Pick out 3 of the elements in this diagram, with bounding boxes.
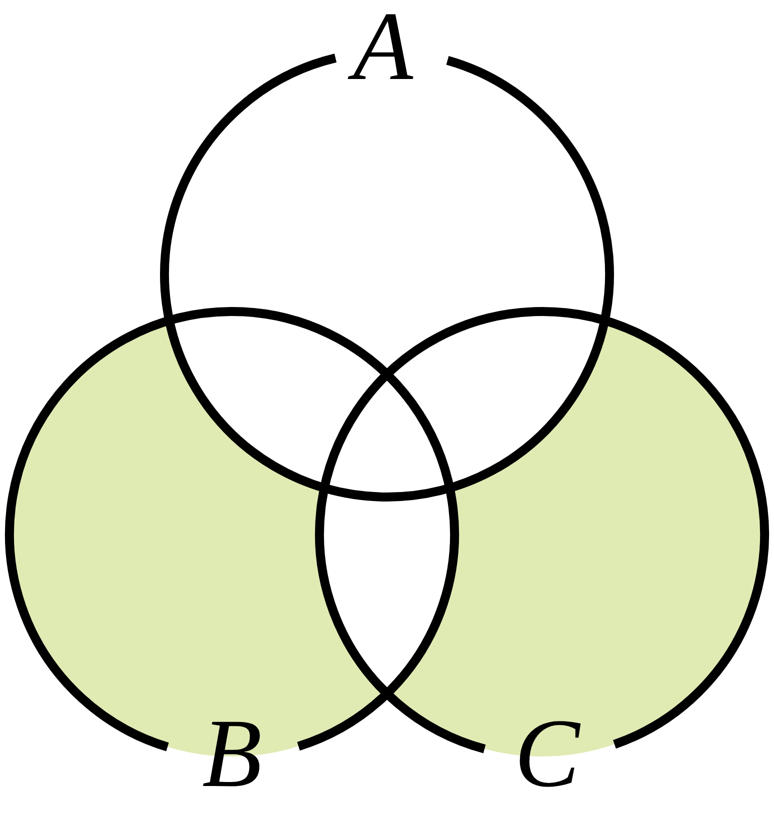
set-label: C (513, 713, 582, 796)
set-label: B (201, 713, 263, 796)
set-label: A (345, 6, 421, 90)
